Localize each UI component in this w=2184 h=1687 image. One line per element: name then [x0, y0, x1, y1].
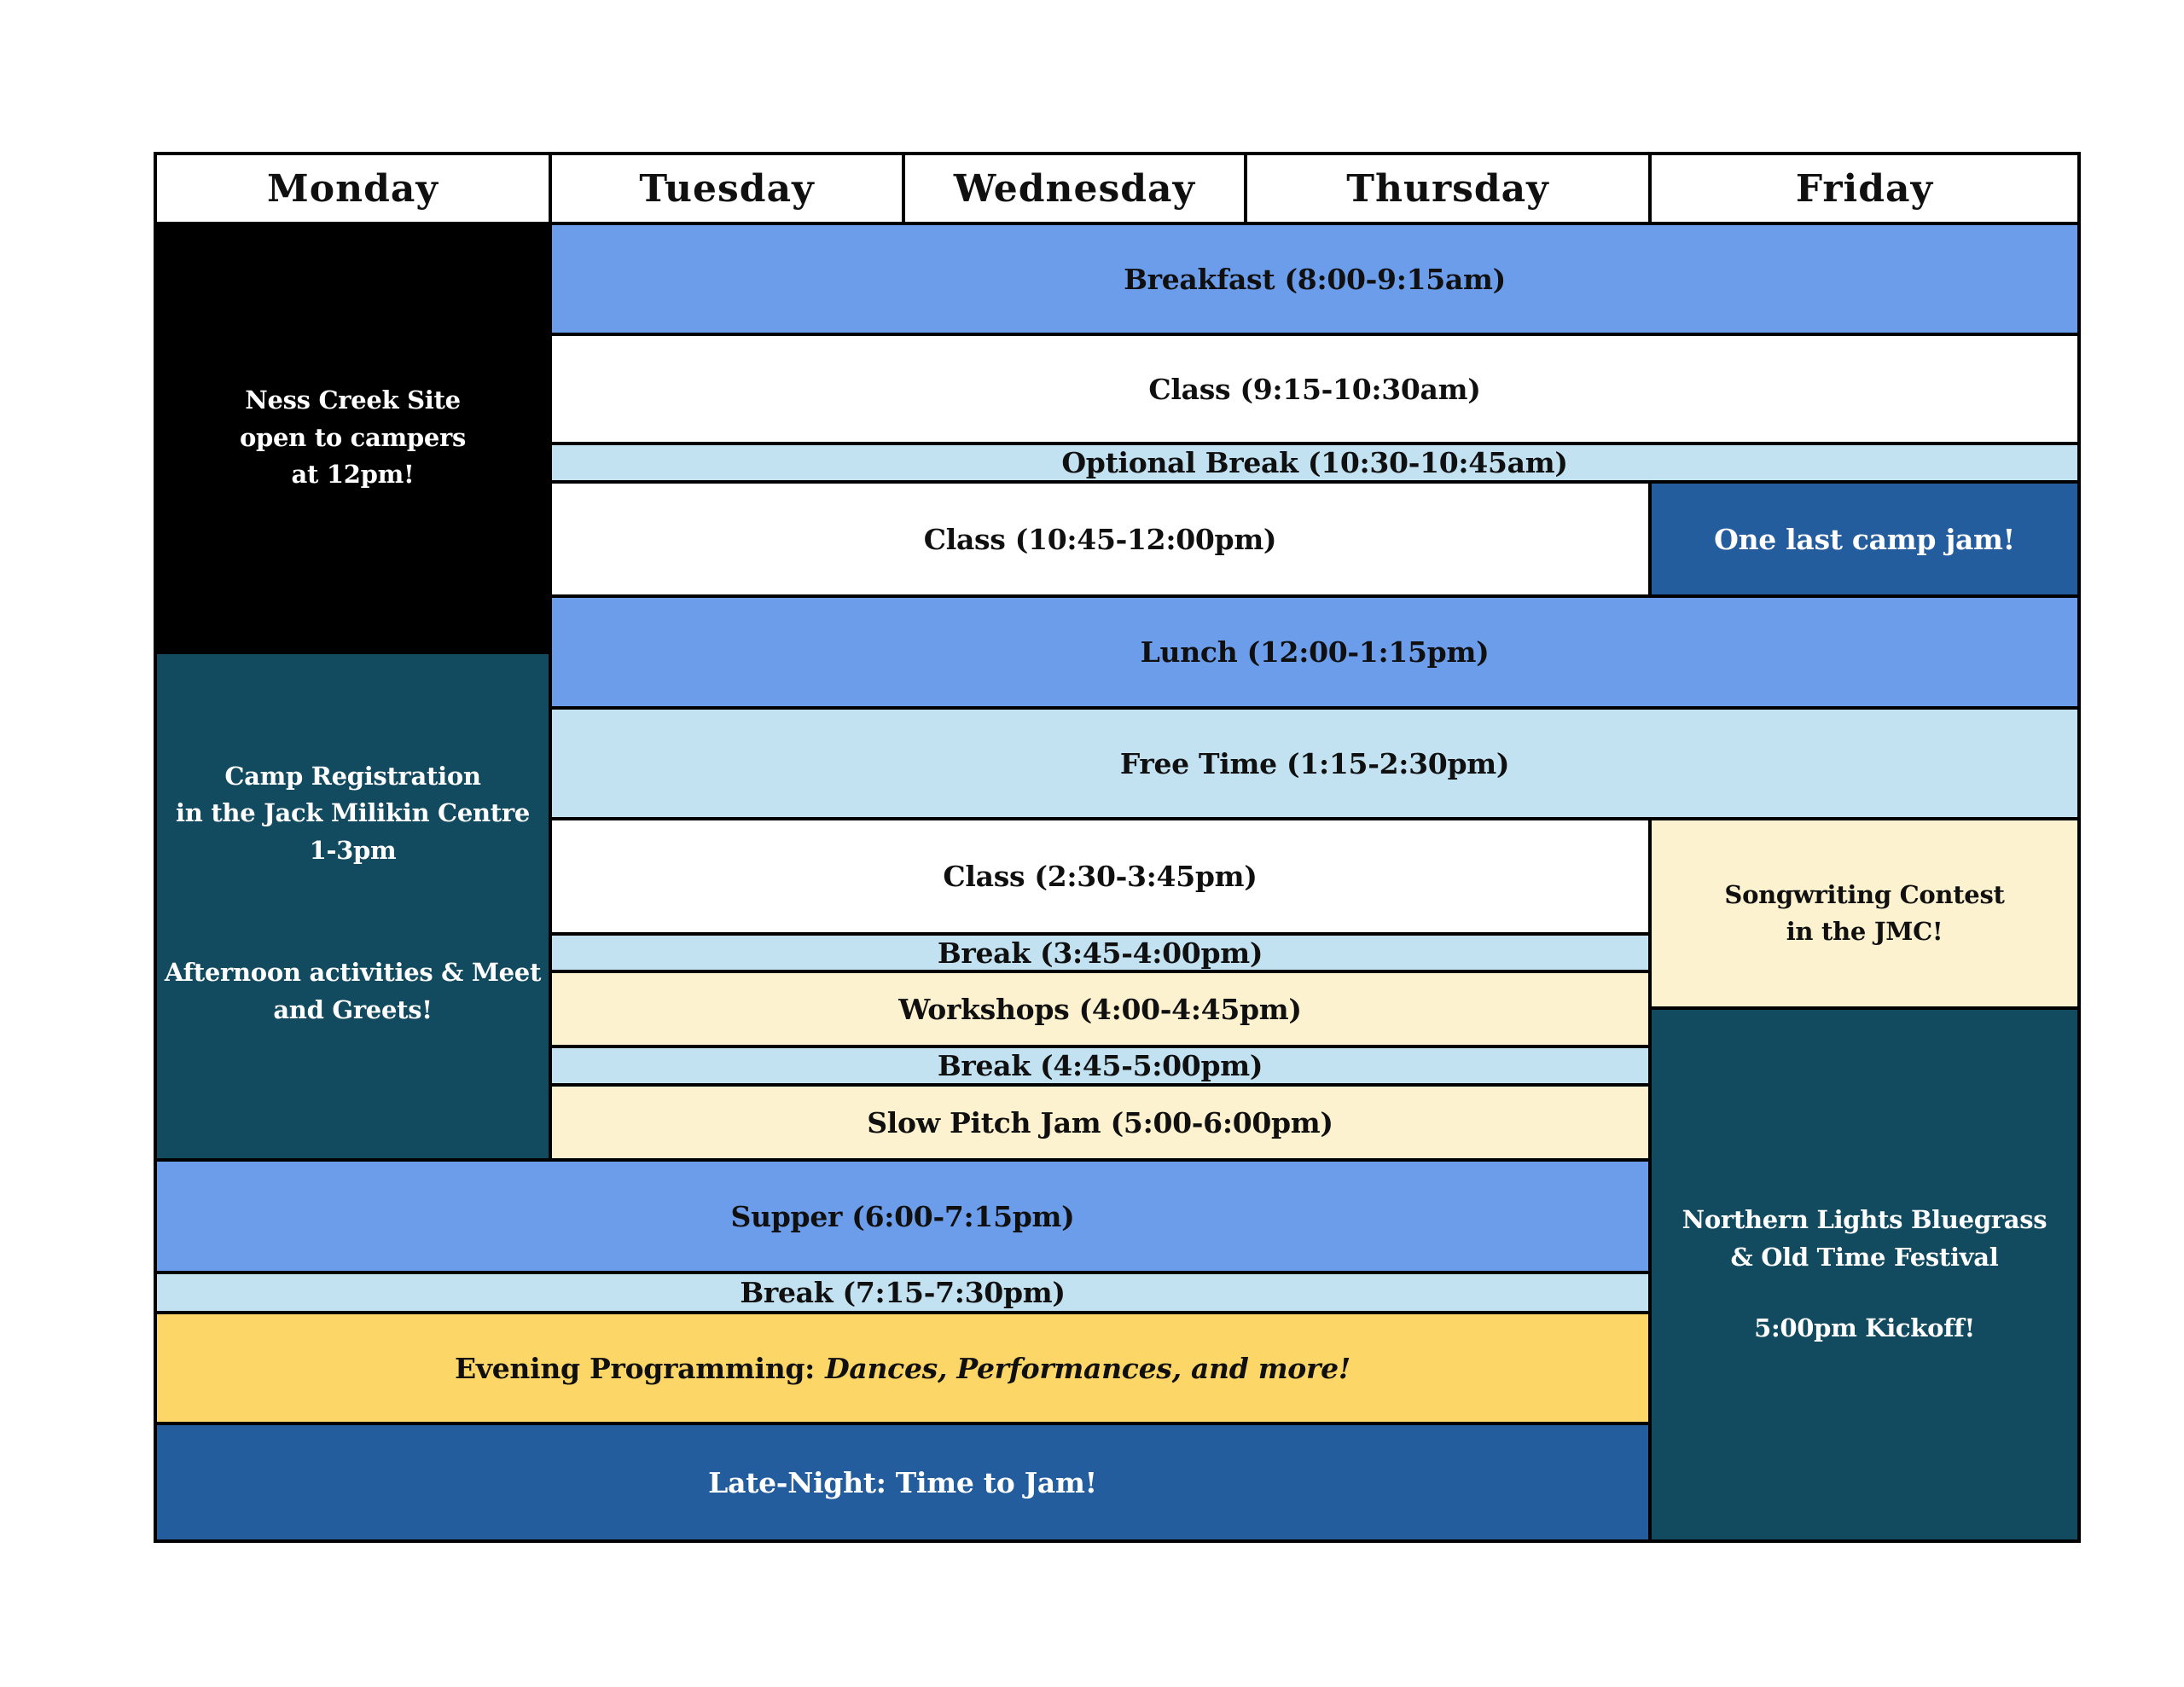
- cell-class-afternoon: Class (2:30-3:45pm): [552, 820, 1648, 932]
- day-header-thursday: Thursday: [1247, 155, 1648, 222]
- cell-break-345: Break (3:45-4:00pm): [552, 936, 1648, 970]
- registration-text: Camp Registration in the Jack Milikin Ce…: [176, 761, 530, 865]
- schedule-table: Monday Tuesday Wednesday Thursday Friday…: [154, 152, 2081, 1543]
- cell-lunch: Lunch (12:00-1:15pm): [552, 598, 2077, 706]
- cell-class-morning-1: Class (9:15-10:30am): [552, 336, 2077, 442]
- cell-workshops: Workshops (4:00-4:45pm): [552, 973, 1648, 1045]
- festival-kickoff-text: 5:00pm Kickoff!: [1754, 1313, 1975, 1343]
- festival-name-text: Northern Lights Bluegrass & Old Time Fes…: [1682, 1205, 2048, 1272]
- cell-evening-programming: Evening Programming: Dances, Performance…: [157, 1314, 1648, 1422]
- cell-free-time: Free Time (1:15-2:30pm): [552, 710, 2077, 817]
- cell-break-715: Break (7:15-7:30pm): [157, 1274, 1648, 1311]
- cell-break-445: Break (4:45-5:00pm): [552, 1048, 1648, 1083]
- cell-festival: Northern Lights Bluegrass & Old Time Fes…: [1652, 1010, 2077, 1539]
- cell-ness-creek-site: Ness Creek Site open to campers at 12pm!: [157, 225, 549, 651]
- day-header-monday: Monday: [157, 155, 549, 222]
- cell-slow-pitch-jam: Slow Pitch Jam (5:00-6:00pm): [552, 1087, 1648, 1158]
- evening-programming-detail: Dances, Performances, and more!: [825, 1351, 1350, 1385]
- cell-late-night: Late-Night: Time to Jam!: [157, 1425, 1648, 1539]
- cell-breakfast: Breakfast (8:00-9:15am): [552, 225, 2077, 333]
- day-header-wednesday: Wednesday: [905, 155, 1244, 222]
- cell-supper: Supper (6:00-7:15pm): [157, 1162, 1648, 1271]
- cell-camp-registration: Camp Registration in the Jack Milikin Ce…: [157, 654, 549, 1158]
- cell-class-morning-2: Class (10:45-12:00pm): [552, 484, 1648, 594]
- cell-optional-break: Optional Break (10:30-10:45am): [552, 445, 2077, 480]
- day-header-friday: Friday: [1652, 155, 2077, 222]
- afternoon-activities-text: Afternoon activities & Meet and Greets!: [164, 958, 542, 1024]
- cell-songwriting-contest: Songwriting Contest in the JMC!: [1652, 820, 2077, 1006]
- evening-programming-prefix: Evening Programming:: [454, 1351, 816, 1385]
- cell-one-last-camp-jam: One last camp jam!: [1652, 484, 2077, 594]
- day-header-tuesday: Tuesday: [552, 155, 902, 222]
